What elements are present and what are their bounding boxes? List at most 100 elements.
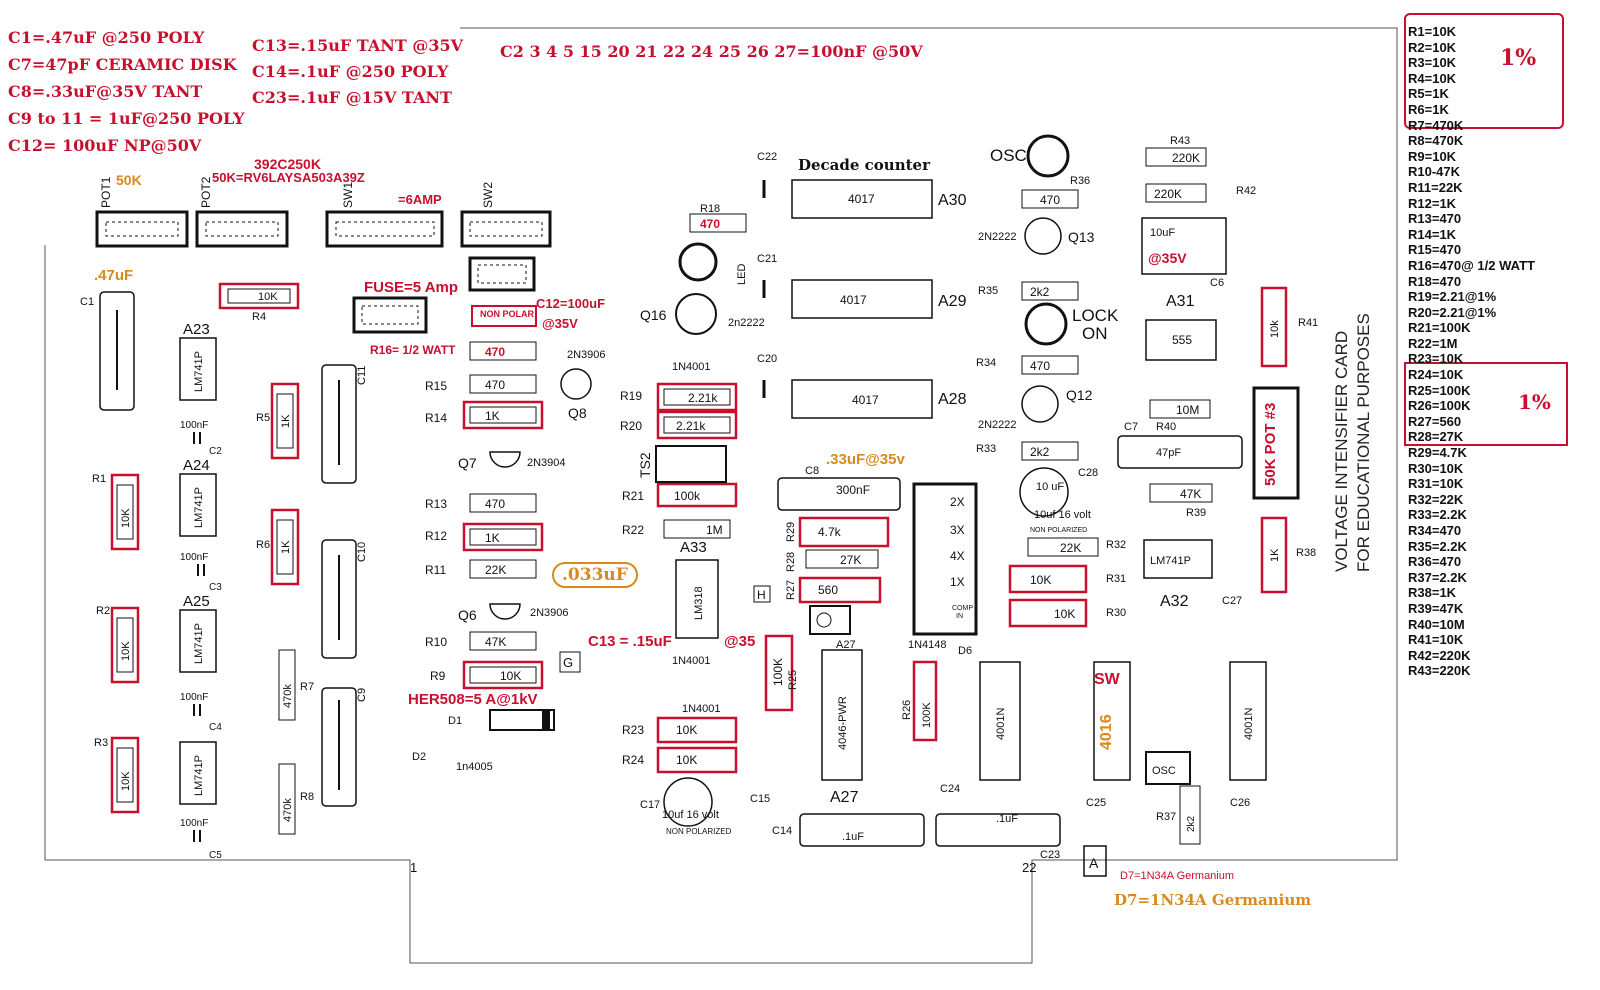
card-title: VOLTAGE INTENSIFIER CARD [1332,330,1351,572]
d7-note: D7=1N34A Germanium [1114,891,1312,909]
svg-text:R37: R37 [1156,811,1176,823]
svg-text:C25: C25 [1086,797,1106,809]
svg-text:R22: R22 [622,523,644,537]
svg-text:.1uF: .1uF [996,813,1018,825]
svg-text:A33: A33 [680,539,707,556]
svg-text:OSC: OSC [1152,765,1176,777]
svg-text:R23: R23 [622,723,644,737]
board-outline [44,27,1398,964]
svg-text:LM741P: LM741P [193,487,205,528]
pot2-connector: POT2 [195,176,289,248]
resistor-list-item: R18=470 [1408,273,1462,289]
svg-text:R36: R36 [1070,175,1090,187]
resistor-list-item: R32=22K [1408,491,1464,507]
svg-text:2k2: 2k2 [1030,285,1050,299]
svg-text:R3: R3 [94,737,108,749]
resistor-list-item: R5=1K [1408,86,1449,102]
svg-text:R14: R14 [425,411,447,425]
opamp-a24: LM741P A24 [179,457,217,537]
on-label: ON [1082,324,1108,343]
svg-text:2X: 2X [950,495,965,509]
svg-text:10K: 10K [258,291,278,303]
svg-text:470: 470 [485,497,505,511]
svg-text:Q7: Q7 [458,455,477,471]
resistor-list-item: R6=1K [1408,101,1449,117]
svg-text:1K: 1K [280,540,292,554]
svg-text:1X: 1X [950,575,965,589]
sw2-connector: SW2 [460,182,552,248]
svg-text:1K: 1K [280,414,292,428]
svg-text:Q12: Q12 [1066,387,1093,403]
svg-text:10K: 10K [120,508,132,528]
svg-text:C22: C22 [757,151,777,163]
svg-text:R2: R2 [96,605,110,617]
svg-text:C17: C17 [640,799,660,811]
svg-text:4001N: 4001N [995,708,1007,740]
resistor-list-item: R36=470 [1408,554,1462,570]
svg-text:C4: C4 [209,722,222,733]
svg-text:A32: A32 [1160,593,1189,610]
fuse-label: FUSE=5 Amp [364,279,459,296]
capacitor-notes-2: C13=.15uF TANT @35V C14=.1uF @250 POLY C… [252,36,463,108]
pot1-connector: POT1 [95,176,189,248]
svg-text:C20: C20 [757,353,777,365]
svg-text:2N3904: 2N3904 [527,457,566,469]
svg-text:C14: C14 [772,825,792,837]
resistor-list-item: R33=2.2K [1408,507,1467,523]
svg-text:C23: C23 [1040,849,1060,861]
resistor-list-item: R8=470K [1408,133,1464,149]
svg-text:A30: A30 [938,192,967,209]
svg-text:2N3906: 2N3906 [530,607,569,619]
svg-text:R7: R7 [300,681,314,693]
svg-text:R31: R31 [1106,573,1126,585]
svg-text:2n2222: 2n2222 [728,317,765,329]
c13-value: C13 = .15uF [588,633,672,650]
svg-text:C8: C8 [805,465,819,477]
resistor-list-item: R39=47K [1408,600,1464,616]
resistor-list-item: R9=10K [1408,148,1457,164]
svg-text:R11: R11 [425,563,446,577]
svg-text:R10: R10 [425,635,447,649]
svg-text:22: 22 [1022,860,1036,875]
resistor-list-item: R23=10K [1408,351,1464,367]
svg-text:C15: C15 [750,793,770,805]
svg-text:C2: C2 [209,446,222,457]
resistor-list-item: R2=10K [1408,39,1457,55]
svg-text:A24: A24 [183,457,210,474]
one-percent-box-mid [1404,362,1568,446]
svg-text:LM741P: LM741P [1150,555,1191,567]
svg-text:47pF: 47pF [1156,447,1181,459]
part-392-label: 392C250K [254,156,321,172]
svg-text:47K: 47K [485,635,506,649]
svg-text:470: 470 [485,378,505,392]
svg-text:10K: 10K [500,669,521,683]
osc-label: OSC [990,146,1027,165]
svg-text:R12: R12 [425,529,447,543]
resistor-list-item: R26=100K [1408,398,1471,414]
svg-text:10k: 10k [1269,320,1281,338]
c12-note-2: @35V [542,316,578,331]
svg-text:C24: C24 [940,783,960,795]
capacitor-c1: C1 [80,291,135,411]
resistor-list-item: R42=220K [1408,647,1471,663]
svg-text:1N4001: 1N4001 [672,655,711,667]
svg-text:G: G [563,655,573,670]
resistor-list-item: R13=470 [1408,211,1462,227]
svg-text:C6: C6 [1210,277,1224,289]
c8-value: .33uF@35v [826,451,905,468]
resistor-list-item: R29=4.7K [1408,445,1467,461]
card-subtitle: FOR EDUCATIONAL PURPOSES [1354,313,1373,572]
cap-note-c1: C1=.47uF @250 POLY [8,28,205,47]
svg-text:10K: 10K [1030,573,1051,587]
svg-text:D6: D6 [958,645,972,657]
svg-text:1n4005: 1n4005 [456,761,493,773]
svg-text:470: 470 [485,345,505,359]
resistor-list-item: R30=10K [1408,460,1464,476]
svg-text:R43: R43 [1170,135,1190,147]
svg-text:R25: R25 [787,670,799,690]
svg-text:1N4001: 1N4001 [682,703,721,715]
